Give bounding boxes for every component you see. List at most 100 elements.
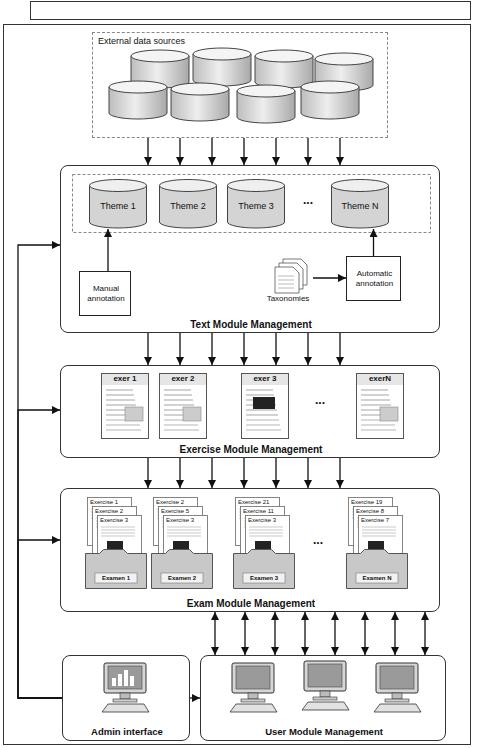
node-label: Exercise 2 [95,508,133,515]
node-label: Exercise Module Management [61,444,441,456]
ellipsis-label: ... [300,534,336,548]
node-label: Exercise 11 [243,508,281,515]
node-label: External data sources [98,36,258,46]
node-label: Theme 3 [227,201,285,211]
node-label: Exercise 1 [90,499,128,506]
connector-arrow [179,138,180,165]
node-label: exer 1 [101,374,149,383]
connector-arrow [18,540,62,698]
module-panel: User Module Management [200,655,446,741]
connector-arrow [190,697,200,698]
connector-arrow [339,333,340,365]
connector-arrow [339,458,340,488]
connector-arrow [274,612,275,655]
node-label: Exercise 3 [166,517,204,524]
node-label: Exercise 21 [238,499,276,506]
theme-group [73,175,431,233]
node-label: Theme 2 [159,201,217,211]
node-label: Automatic annotation [350,269,399,287]
user-computers [230,661,421,712]
node-label: Taxonomies [259,294,317,303]
node-label: Exam Module Management [61,598,441,610]
connector-arrow [275,138,276,165]
connector-arrow [18,245,62,698]
connector-arrow [107,229,108,271]
node-label: Exercise 8 [356,508,394,515]
outer-frame [4,25,471,745]
node-label: Manual annotation [83,284,129,302]
exam-folder: Exercise 2 Exercise 5 Exercise 3 Examen 2 [151,497,213,589]
connector-arrow [275,333,276,365]
connector-arrow [373,229,374,256]
ellipsis-label: ... [302,394,338,408]
exercise-document: exerN [356,373,404,439]
process-box: Automatic annotation [346,256,401,301]
theme-cylinder: Theme 2 [159,179,217,229]
exercise-document: exer 2 [159,373,207,439]
connector-arrow [211,333,212,365]
node-label: Text Module Management [61,319,441,331]
connector-arrow [147,138,148,165]
node-label: Exercise 3 [100,517,138,524]
exam-folder: Exercise 19 Exercise 8 Exercise 7 Examen N [346,497,408,589]
connector-arrow [211,138,212,165]
exam-folder: Exercise 21 Exercise 11 Exercise 3 Examen 3 [233,497,295,589]
connector-arrow [424,612,425,655]
node-label: Exercise 7 [361,517,399,524]
exam-folder: Exercise 1 Exercise 2 Exercise 3 Examen 1 [85,497,147,589]
process-box: Manual annotation [79,271,131,316]
node-label: Exercise 5 [161,508,199,515]
connector-arrow [364,612,365,655]
folder-label: Examen 3 [233,575,295,582]
exercise-document: exer 3 [241,373,289,439]
connector-arrow [243,333,244,365]
admin-computer [102,663,149,712]
connector-arrow [243,458,244,488]
node-label: Exercise 2 [156,499,194,506]
connector-arrow [275,458,276,488]
connector-arrow [18,410,62,698]
connector-arrow [304,612,305,655]
node-label: Theme N [331,201,389,211]
connector-arrow [307,458,308,488]
connector-arrow [214,612,215,655]
ellipsis-label: ... [290,194,326,208]
connector-arrow [244,612,245,655]
source-group: External data sources [92,32,388,138]
node-label: User Module Management [201,727,447,738]
module-panel: Exam Module ManagementExercise 1Exercise… [60,488,440,612]
connector-arrow [307,138,308,165]
module-panel: Exercise Module Management exer 1 exer 2 ex… [60,365,440,458]
connector-arrow [334,612,335,655]
node-label: Admin interface [63,727,191,738]
theme-cylinder: Theme 3 [227,179,285,229]
node-label: exer 2 [159,374,207,383]
top-frame [31,2,471,20]
node-label: Theme 1 [89,201,147,211]
connector-arrow [147,458,148,488]
connector-arrow [179,458,180,488]
connector-arrow [179,333,180,365]
exercise-document: exer 1 [101,373,149,439]
connector-arrow [211,458,212,488]
connector-arrow [147,333,148,365]
theme-cylinder: Theme N [331,179,389,229]
connector-arrow [339,138,340,165]
node-label: exerN [356,374,404,383]
database-cylinders [109,48,373,123]
node-label: Exercise 3 [248,517,286,524]
folder-label: Examen 2 [151,575,213,582]
node-label: Exercise 19 [351,499,389,506]
module-panel: Admin interface [62,655,190,741]
theme-cylinder: Theme 1 [89,179,147,229]
module-panel: Text Module Management Theme 1 Theme 2 Them… [60,165,440,333]
taxonomy-icon: Taxonomies [263,259,313,305]
connector-arrow [243,138,244,165]
node-label: exer 3 [241,374,289,383]
folder-label: Examen 1 [85,575,147,582]
connector-arrow [307,333,308,365]
folder-label: Examen N [346,575,408,582]
